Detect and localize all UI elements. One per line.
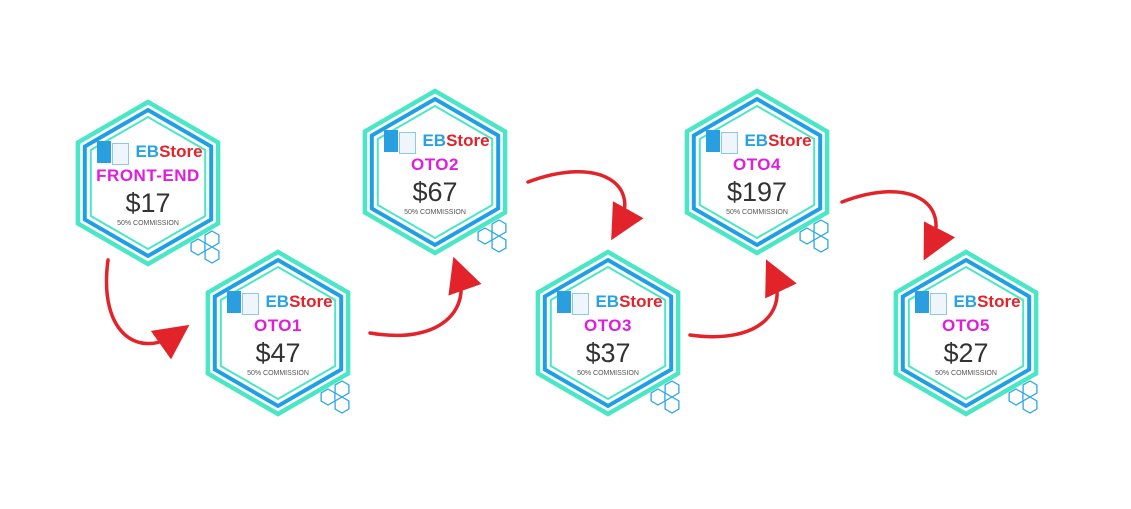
ebook-icon: [702, 128, 739, 154]
brand-logo: EBStore: [533, 288, 683, 316]
brand-part-store: Store: [446, 131, 490, 150]
brand-part-eb: EB: [422, 131, 447, 150]
brand-name: EBStore: [422, 131, 489, 151]
brand-part-eb: EB: [953, 292, 978, 311]
funnel-card-oto4: EBStore OTO4 $197 50% COMMISSION: [682, 127, 832, 247]
ebook-icon: [911, 289, 948, 315]
small-hexagon-decoration: [334, 396, 350, 414]
small-hexagon-decoration: [799, 227, 815, 245]
hexagon-outline: [684, 88, 830, 256]
funnel-card-oto1: EBStore OTO1 $47 50% COMMISSION: [203, 288, 353, 408]
brand-part-store: Store: [159, 142, 203, 161]
brand-name: EBStore: [265, 292, 332, 312]
hexagon-outline: [900, 257, 1032, 409]
funnel-card-front-end: EBStore FRONT-END $17 50% COMMISSION: [73, 138, 223, 258]
arrow-fe-to-oto1: [104, 258, 190, 360]
hexagon-outline: [691, 96, 823, 248]
product-price: $67: [412, 177, 458, 207]
hexagon-outline: [362, 88, 508, 256]
brand-logo: EBStore: [682, 127, 832, 155]
small-hexagon-decoration: [1008, 388, 1024, 406]
commission-text: 50% COMMISSION: [404, 209, 466, 216]
small-hexagon-decoration: [813, 235, 829, 253]
commission-text: 50% COMMISSION: [577, 370, 639, 377]
product-price: $37: [585, 338, 631, 368]
ebook-icon: [93, 139, 130, 165]
brand-part-store: Store: [768, 131, 812, 150]
product-label: OTO3: [584, 316, 632, 335]
funnel-card-oto3: EBStore OTO3 $37 50% COMMISSION: [533, 288, 683, 408]
arrow-oto3-to-oto4: [688, 259, 797, 339]
product-price: $27: [943, 338, 989, 368]
product-label: OTO5: [942, 316, 990, 335]
product-label: OTO1: [254, 316, 302, 335]
small-hexagon-decoration: [204, 246, 220, 264]
commission-text: 50% COMMISSION: [117, 220, 179, 227]
brand-part-store: Store: [619, 292, 663, 311]
ebook-icon: [380, 128, 417, 154]
brand-logo: EBStore: [73, 138, 223, 166]
hexagon-outline: [82, 107, 214, 259]
commission-text: 50% COMMISSION: [247, 370, 309, 377]
product-price: $17: [125, 188, 171, 218]
hexagon-outline: [535, 249, 681, 417]
hexagon-outline: [75, 99, 221, 267]
small-hexagon-decoration: [477, 227, 493, 245]
small-hexagon-decoration: [1022, 396, 1038, 414]
arrow-oto1-to-oto2: [368, 256, 482, 338]
hexagon-outline: [212, 257, 344, 409]
brand-part-eb: EB: [744, 131, 769, 150]
ebook-icon: [553, 289, 590, 315]
brand-name: EBStore: [953, 292, 1020, 312]
brand-part-eb: EB: [265, 292, 290, 311]
small-hexagon-decoration: [491, 235, 507, 253]
commission-text: 50% COMMISSION: [935, 370, 997, 377]
arrow-oto2-to-oto3: [526, 170, 644, 241]
product-label: FRONT-END: [96, 166, 200, 185]
small-hexagon-decoration: [664, 396, 680, 414]
hexagon-outline: [369, 96, 501, 248]
brand-logo: EBStore: [203, 288, 353, 316]
product-label: OTO2: [411, 155, 459, 174]
small-hexagon-decoration: [650, 388, 666, 406]
product-price: $197: [726, 177, 788, 207]
brand-name: EBStore: [135, 142, 202, 162]
funnel-card-oto5: EBStore OTO5 $27 50% COMMISSION: [891, 288, 1041, 408]
brand-name: EBStore: [595, 292, 662, 312]
hexagon-outline: [893, 249, 1039, 417]
commission-text: 50% COMMISSION: [726, 209, 788, 216]
product-label: OTO4: [733, 155, 781, 174]
brand-part-store: Store: [977, 292, 1021, 311]
brand-part-eb: EB: [595, 292, 620, 311]
product-price: $47: [255, 338, 301, 368]
brand-part-eb: EB: [135, 142, 160, 161]
hexagon-outline: [542, 257, 674, 409]
hexagon-outline: [205, 249, 351, 417]
ebook-icon: [223, 289, 260, 315]
small-hexagon-decoration: [190, 238, 206, 256]
brand-part-store: Store: [289, 292, 333, 311]
brand-logo: EBStore: [360, 127, 510, 155]
brand-logo: EBStore: [891, 288, 1041, 316]
small-hexagon-decoration: [320, 388, 336, 406]
arrow-oto4-to-oto5: [840, 190, 956, 261]
brand-name: EBStore: [744, 131, 811, 151]
funnel-card-oto2: EBStore OTO2 $67 50% COMMISSION: [360, 127, 510, 247]
